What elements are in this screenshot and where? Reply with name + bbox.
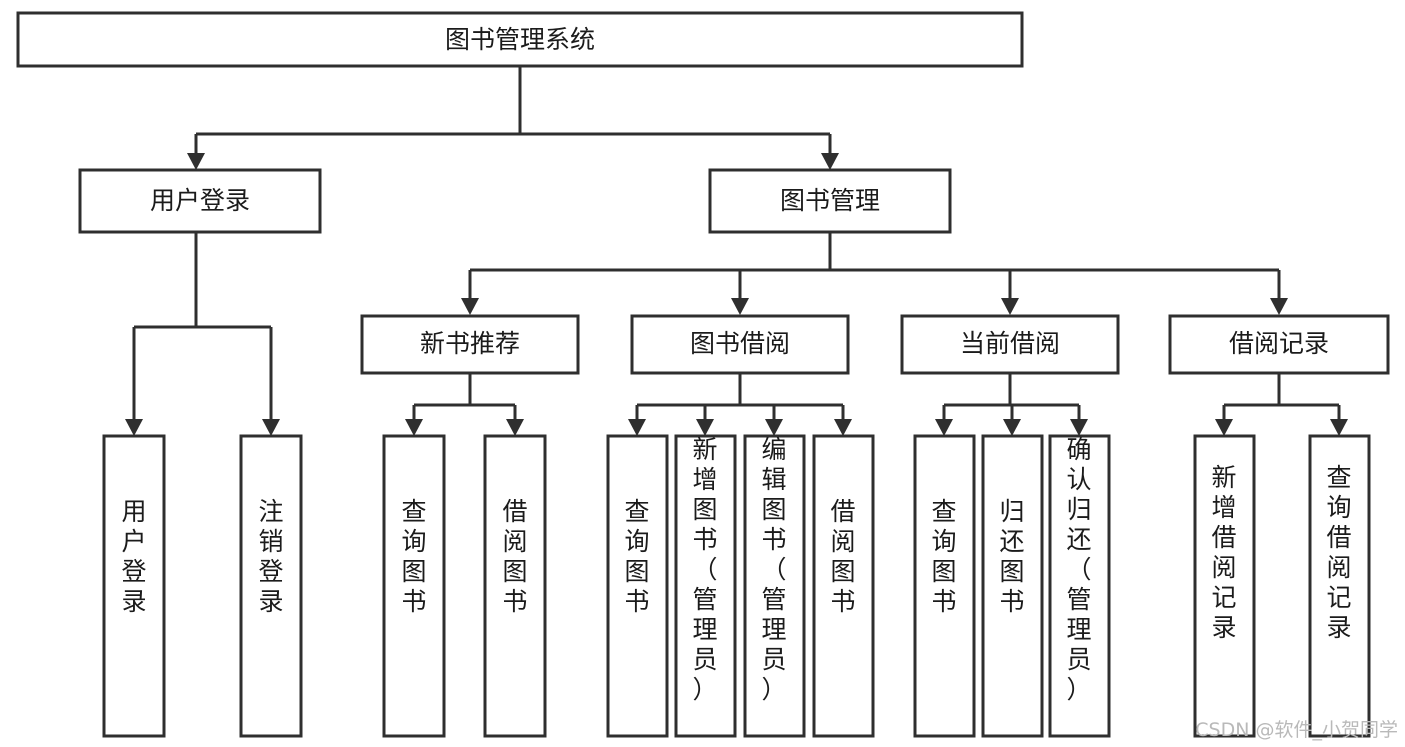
- arrowhead-newbook-leaf2: [506, 419, 524, 436]
- leaf-new-book-0-label: 查询图书: [401, 497, 426, 616]
- leaf-borrow-record-1-label: 查询借阅记录: [1326, 463, 1351, 642]
- leaf-book-borrow-0-box[interactable]: [606, 434, 669, 738]
- arrowhead-currentborrow-leaf2: [1003, 419, 1021, 436]
- leaf-current-borrow-2-label: 确认归还（管理员）: [1066, 435, 1091, 704]
- arrowhead-bookborrow-leaf1: [628, 419, 646, 436]
- arrowhead-userlogin-leaf2: [262, 419, 280, 436]
- arrowhead-to-current-borrow: [1001, 298, 1019, 315]
- leaf-borrow-record-0[interactable]: 新增借阅记录: [1193, 434, 1256, 738]
- leaf-current-borrow-1-box[interactable]: [981, 434, 1044, 738]
- leaf-book-borrow-3-label: 借阅图书: [830, 497, 855, 616]
- watermark-label: CSDN @软件_小贺同学: [1195, 719, 1398, 741]
- arrowhead-to-book-mgmt: [821, 153, 839, 170]
- node-book-management-box[interactable]: [708, 168, 952, 234]
- node-borrow-record-box[interactable]: [1168, 314, 1390, 375]
- leaf-user-login-1-label: 注销登录: [258, 497, 283, 616]
- leaf-book-borrow-3-box[interactable]: [812, 434, 875, 738]
- node-book-borrow-label: 图书借阅: [690, 329, 790, 358]
- node-root-label: 图书管理系统: [445, 25, 595, 54]
- leaf-user-login-0[interactable]: 用户登录: [102, 434, 166, 738]
- leaf-book-borrow-0-label: 查询图书: [624, 497, 649, 616]
- node-book-borrow[interactable]: 图书借阅: [630, 314, 850, 375]
- leaf-book-borrow-1-label: 新增图书（管理员）: [692, 435, 717, 704]
- node-user-login[interactable]: 用户登录: [78, 168, 322, 234]
- node-root-box[interactable]: [16, 11, 1024, 68]
- node-current-borrow-box[interactable]: [900, 314, 1120, 375]
- leaf-new-book-0[interactable]: 查询图书: [382, 434, 446, 738]
- leaf-current-borrow-1[interactable]: 归还图书: [981, 434, 1044, 738]
- arrowhead-newbook-leaf1: [405, 419, 423, 436]
- leaf-user-login-1-box[interactable]: [239, 434, 303, 738]
- arrowhead-to-book-borrow: [731, 298, 749, 315]
- leaf-book-borrow-1-box[interactable]: [674, 434, 737, 738]
- arrowhead-currentborrow-leaf3: [1070, 419, 1088, 436]
- arrowhead-borrowrecord-leaf2: [1330, 419, 1348, 436]
- leaf-current-borrow-0-label: 查询图书: [931, 497, 956, 616]
- node-borrow-record-label: 借阅记录: [1229, 329, 1329, 358]
- leaf-borrow-record-0-box[interactable]: [1193, 434, 1256, 738]
- leaf-new-book-1-label: 借阅图书: [502, 497, 527, 616]
- leaf-current-borrow-0-box[interactable]: [913, 434, 976, 738]
- arrowhead-to-borrow-record: [1270, 298, 1288, 315]
- node-borrow-record[interactable]: 借阅记录: [1168, 314, 1390, 375]
- node-user-login-label: 用户登录: [150, 186, 250, 215]
- arrowhead-to-new-book: [461, 298, 479, 315]
- leaf-new-book-1[interactable]: 借阅图书: [483, 434, 547, 738]
- leaf-borrow-record-0-label: 新增借阅记录: [1211, 463, 1236, 642]
- leaf-new-book-0-box[interactable]: [382, 434, 446, 738]
- node-new-book-recommend-label: 新书推荐: [420, 329, 520, 358]
- leaf-book-borrow-0[interactable]: 查询图书: [606, 434, 669, 738]
- connector-layer: [125, 66, 1348, 436]
- node-current-borrow[interactable]: 当前借阅: [900, 314, 1120, 375]
- arrowhead-bookborrow-leaf3: [765, 419, 783, 436]
- leaf-current-borrow-2-box[interactable]: [1048, 434, 1111, 738]
- leaf-borrow-record-1-box[interactable]: [1308, 434, 1371, 738]
- leaf-current-borrow-2[interactable]: 确认归还（管理员）: [1048, 434, 1111, 738]
- leaf-current-borrow-0[interactable]: 查询图书: [913, 434, 976, 738]
- leaf-new-book-1-box[interactable]: [483, 434, 547, 738]
- node-root[interactable]: 图书管理系统: [16, 11, 1024, 68]
- leaf-user-login-0-box[interactable]: [102, 434, 166, 738]
- leaf-book-borrow-2[interactable]: 编辑图书（管理员）: [743, 434, 806, 738]
- leaf-borrow-record-1[interactable]: 查询借阅记录: [1308, 434, 1371, 738]
- arrowhead-currentborrow-leaf1: [935, 419, 953, 436]
- node-book-management[interactable]: 图书管理: [708, 168, 952, 234]
- leaf-user-login-1[interactable]: 注销登录: [239, 434, 303, 738]
- arrowhead-bookborrow-leaf4: [834, 419, 852, 436]
- node-new-book-recommend-box[interactable]: [360, 314, 580, 375]
- arrowhead-to-user-login: [187, 153, 205, 170]
- arrowhead-borrowrecord-leaf1: [1215, 419, 1233, 436]
- leaf-book-borrow-2-label: 编辑图书（管理员）: [761, 435, 786, 704]
- leaf-current-borrow-1-label: 归还图书: [999, 497, 1024, 616]
- node-user-login-box[interactable]: [78, 168, 322, 234]
- node-book-borrow-box[interactable]: [630, 314, 850, 375]
- leaf-user-login-0-label: 用户登录: [121, 497, 146, 616]
- arrowhead-userlogin-leaf1: [125, 419, 143, 436]
- node-current-borrow-label: 当前借阅: [960, 329, 1060, 358]
- leaf-book-borrow-1[interactable]: 新增图书（管理员）: [674, 434, 737, 738]
- node-book-management-label: 图书管理: [780, 186, 880, 215]
- leaf-book-borrow-2-box[interactable]: [743, 434, 806, 738]
- node-new-book-recommend[interactable]: 新书推荐: [360, 314, 580, 375]
- leaf-book-borrow-3[interactable]: 借阅图书: [812, 434, 875, 738]
- arrowhead-bookborrow-leaf2: [696, 419, 714, 436]
